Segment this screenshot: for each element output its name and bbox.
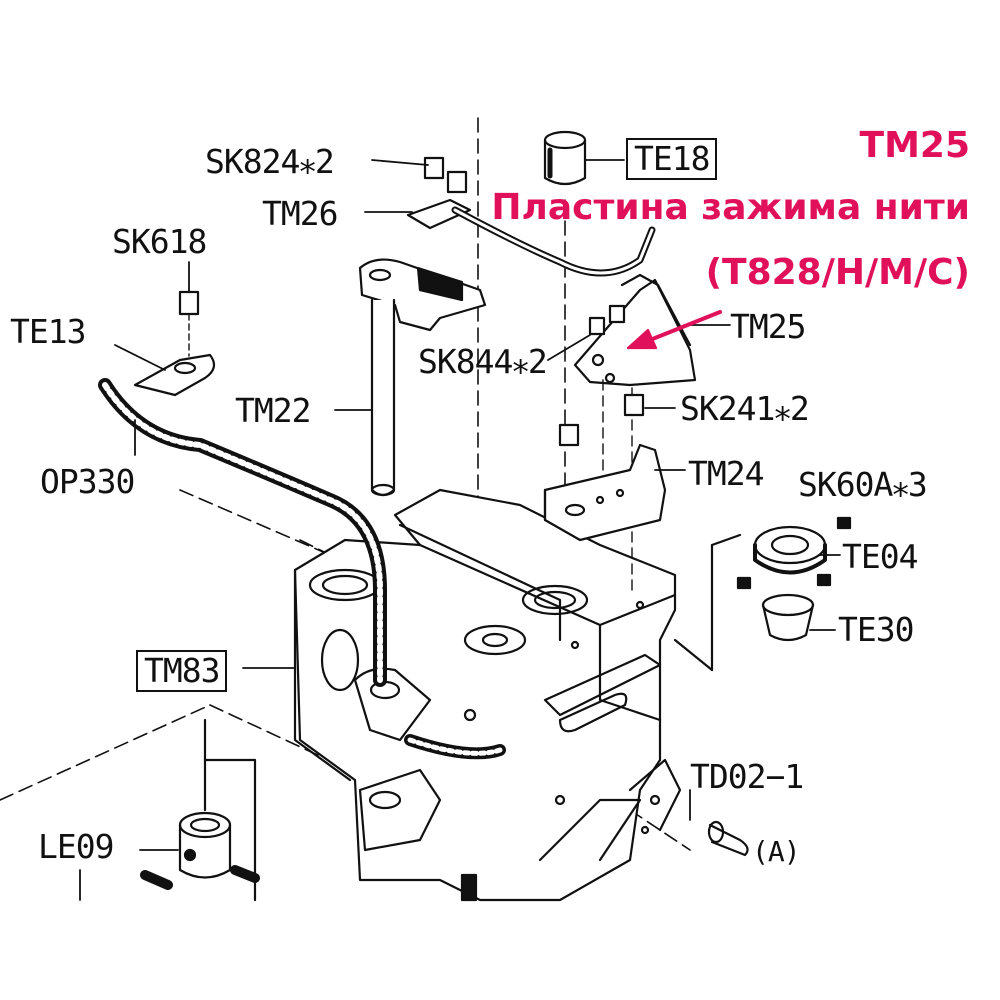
tm26-wire-guide [406, 156, 656, 277]
te04-te30-parts [673, 516, 852, 672]
annotation-arrow [626, 310, 722, 350]
label-sk241: SK241⁎2 [680, 389, 810, 428]
label-te04: TE04 [842, 537, 918, 576]
label-tm26: TM26 [262, 194, 338, 233]
label-tm83: TM83 [136, 650, 228, 692]
leader-lines [79, 159, 841, 901]
label-sk60a: SK60A⁎3 [798, 465, 928, 504]
label-sk844: SK844⁎2 [418, 342, 548, 381]
le09-collar [140, 718, 260, 902]
tm25-plate [573, 273, 697, 591]
label-op330: OP330 [40, 462, 135, 501]
label-a-mark: (A) [752, 835, 801, 868]
te13-op330-cable [98, 290, 506, 760]
label-te18: TE18 [626, 138, 718, 180]
label-sk824: SK824⁎2 [205, 142, 335, 181]
annotation-models: (T828/H/M/C) [705, 252, 970, 293]
tm24-bracket [543, 393, 667, 542]
base-block [293, 488, 682, 902]
annotation-name: Пластина зажима нити [491, 187, 970, 228]
label-tm22: TM22 [235, 391, 311, 430]
label-td02: TD02−1 [690, 757, 804, 796]
label-le09: LE09 [38, 827, 114, 866]
label-sk618: SK618 [112, 222, 207, 261]
te18-cylinder [543, 130, 587, 186]
label-tm24: TM24 [688, 454, 764, 493]
label-te30: TE30 [838, 610, 914, 649]
annotation-code: TM25 [859, 125, 970, 166]
td02-pin [707, 820, 749, 857]
tm22-post [358, 258, 487, 497]
label-tm25: TM25 [730, 307, 806, 346]
label-te13: TE13 [10, 312, 86, 351]
